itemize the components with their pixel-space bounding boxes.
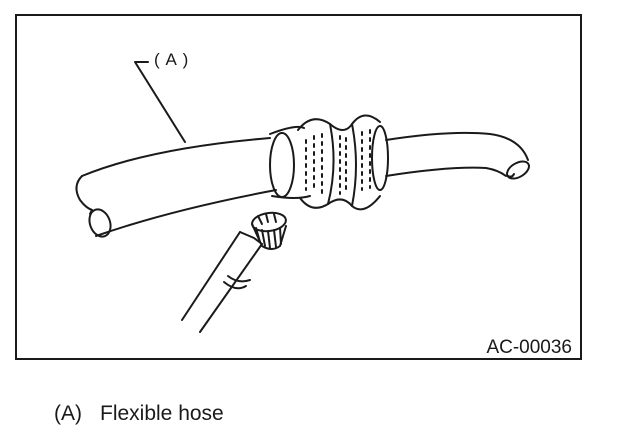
hose-elbow-drawing: [385, 131, 530, 180]
figure-frame: [15, 14, 582, 360]
bellows-boot-drawing: [269, 114, 389, 211]
callout-leader-line: [134, 61, 186, 143]
flexible-hose-drawing: [75, 137, 277, 238]
figure-code: AC-00036: [486, 337, 572, 358]
shaft-tool-drawing: [181, 211, 287, 333]
legend: (A) Flexible hose: [54, 402, 224, 426]
legend-text: Flexible hose: [100, 402, 224, 425]
callout-label-a: ( A ): [154, 50, 190, 69]
legend-key: (A): [54, 402, 82, 425]
